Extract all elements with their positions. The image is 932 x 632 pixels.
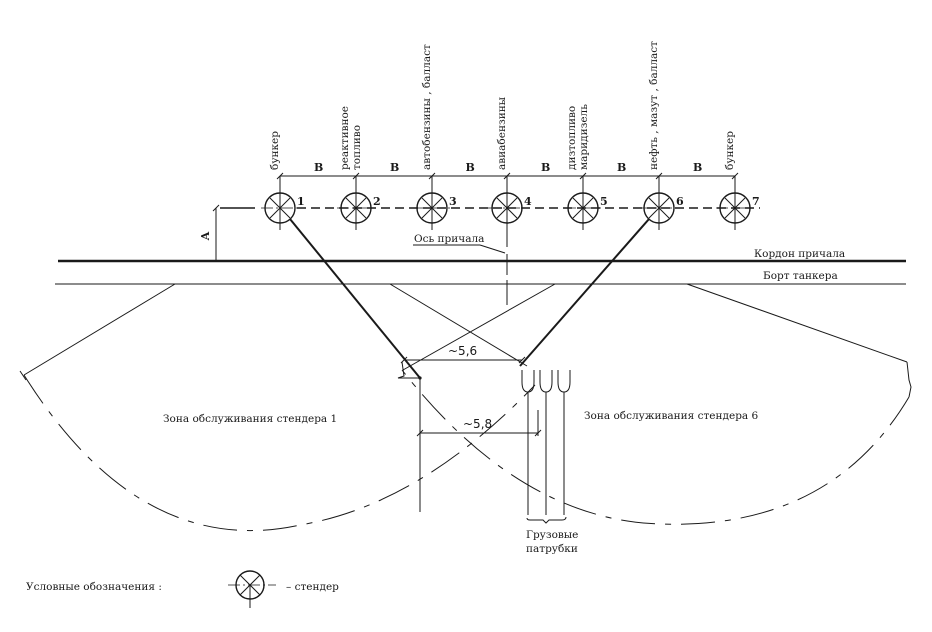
cargo-pipe [521,370,535,515]
offset-label: А [199,231,212,240]
cargo-pipes-label-line2: патрубки [526,543,578,555]
arm-stender-1 [289,218,421,379]
berth-axis: Ось причала [413,224,508,305]
stender-label: бункер [269,131,281,170]
stender-1: 1 бункер [261,131,305,230]
stender-number: 4 [524,195,532,208]
arm-1-end-bracket [397,361,422,512]
cargo-pipe [557,370,571,515]
stender-number: 2 [373,195,381,208]
stender-3: 3 автобензины , балласт [413,44,457,230]
zone-right-label: Зона обслуживания стендера 6 [584,410,759,422]
spacing-label: В [390,161,399,174]
stender-4: 4 авиабензины [488,97,532,230]
zone-left-label: Зона обслуживания стендера 1 [163,413,337,425]
legend-item-label: – стендер [286,581,339,593]
stender-6: 6 нефть , мазут , балласт [640,41,684,230]
stender-label: топливо [351,125,363,170]
service-zone-stender-1 [19,283,536,532]
stender-symbol-icon [228,570,276,608]
arm-stender-6 [519,218,650,367]
berth-axis-label: Ось причала [414,233,484,245]
stender-label: реактивное [339,106,351,170]
stender-number: 3 [449,195,457,208]
stender-number: 6 [676,195,684,208]
dimension-lower-label: ~5,8 [463,417,492,431]
spacing-label: В [617,161,626,174]
stender-label: маридизель [578,104,590,170]
spacing-label: В [314,161,323,174]
spacing-label: В [693,161,702,174]
legend: Условные обозначения : – стендер [26,570,339,608]
legend-title: Условные обозначения : [26,581,162,593]
stender-label: нефть , мазут , балласт [648,41,660,170]
stender-7: 7 бункер [716,131,760,230]
spacing-label: В [466,161,475,174]
cargo-pipes-label-line1: Грузовые [526,529,578,541]
dimension-upper: ~5,6 [400,344,526,364]
cordon-label: Кордон причала [754,248,845,260]
stender-label: авиабензины [496,97,508,170]
stender-number: 7 [752,195,760,208]
stender-number: 1 [297,195,305,208]
dimension-upper-label: ~5,6 [448,344,477,358]
stender-label: автобензины , балласт [421,44,433,170]
dimension-lower: ~5,8 [416,410,542,437]
service-zone-stender-6 [401,283,912,525]
stender-label: бункер [724,131,736,170]
spacing-label: В [541,161,550,174]
tanker-side-label: Борт танкера [763,270,838,282]
offset-dimension: А [199,204,220,262]
stender-label: дизтопливо [566,106,578,170]
cargo-pipes: Грузовые патрубки [521,370,578,555]
stender-number: 5 [600,195,608,208]
cargo-pipe [539,370,553,515]
